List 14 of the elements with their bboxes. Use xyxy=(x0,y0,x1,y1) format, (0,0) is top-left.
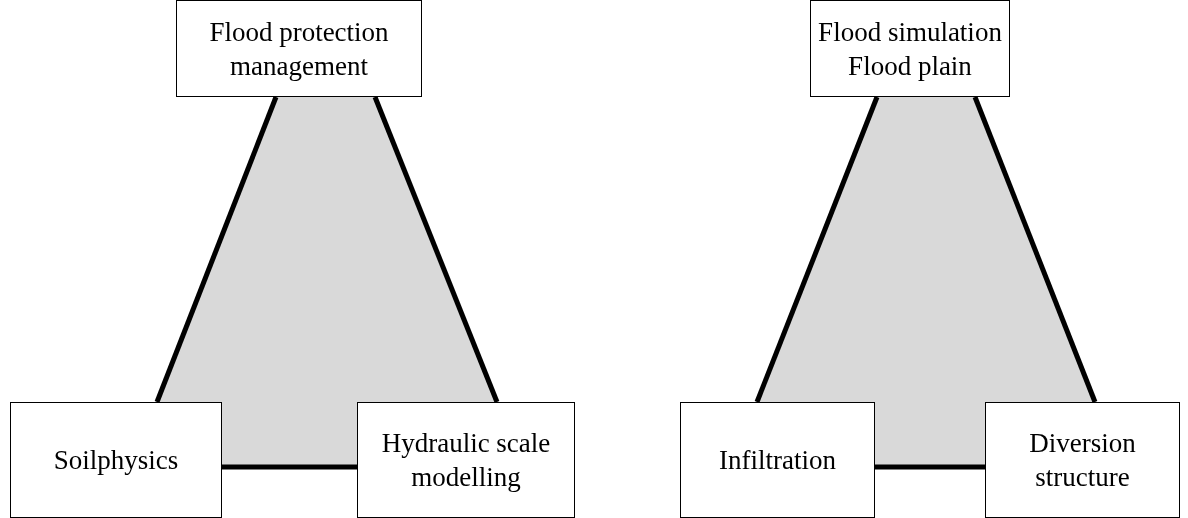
text-box: Diversion structure xyxy=(985,402,1180,518)
text-box: Hydraulic scale modelling xyxy=(357,402,575,518)
box-label: Flood simulation xyxy=(818,15,1002,49)
text-box: Soilphysics xyxy=(10,402,222,518)
text-box: Infiltration xyxy=(680,402,875,518)
connector-line xyxy=(754,96,880,403)
connector-line xyxy=(972,96,1098,403)
text-box xyxy=(810,0,1010,97)
connector-line xyxy=(875,464,985,470)
connector-line xyxy=(372,96,500,403)
connector-line xyxy=(222,464,357,470)
text-box: Flood protection management xyxy=(176,0,422,97)
box-label: Flood plain xyxy=(848,49,972,83)
connector-line xyxy=(154,96,279,403)
